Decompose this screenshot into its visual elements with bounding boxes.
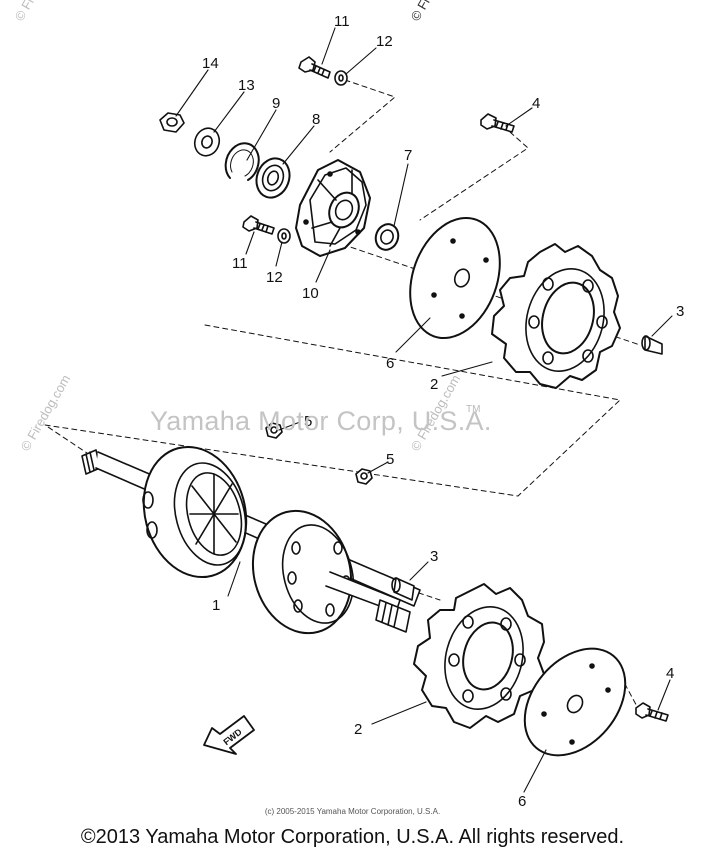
callout-12-upper: 12 [376, 33, 393, 50]
lock-washer-12-lower [277, 228, 291, 244]
bolt-11-upper [298, 56, 331, 79]
bolt-11-lower [242, 215, 275, 235]
snap-ring-9 [224, 142, 260, 181]
side-plate-6-lower [523, 647, 627, 757]
drive-sprocket-2-upper [491, 243, 621, 389]
callout-numbers: 1 2 2 3 3 4 4 5 5 6 6 7 8 9 10 11 11 12 … [202, 13, 684, 810]
callout-3-lower: 3 [430, 548, 438, 565]
callout-10: 10 [302, 285, 319, 302]
firedog-watermark-top-left: © Fi [12, 0, 37, 24]
bearing-housing-10 [295, 159, 371, 257]
side-plate-6-upper [409, 216, 501, 340]
callout-2-lower: 2 [354, 721, 362, 738]
callout-5-lower: 5 [386, 451, 394, 468]
callout-7: 7 [404, 147, 412, 164]
nut-14 [159, 112, 185, 133]
callout-6-upper: 6 [386, 355, 394, 372]
callout-11-upper: 11 [334, 13, 350, 30]
seal-7 [374, 223, 400, 251]
callout-6-lower: 6 [518, 793, 526, 810]
callout-11-lower: 11 [232, 255, 248, 272]
bearing-8 [255, 157, 291, 199]
bolt-4-upper [480, 113, 515, 133]
bolt-4-lower [635, 702, 669, 722]
callout-5-upper: 5 [304, 413, 312, 430]
drive-sprocket-2-lower [413, 583, 545, 729]
callout-3-upper: 3 [676, 303, 684, 320]
leader-lines [175, 27, 673, 793]
callout-4-upper: 4 [532, 95, 540, 112]
nut-5-lower [355, 468, 373, 485]
washer-13 [193, 127, 221, 157]
nut-5-upper [265, 422, 283, 439]
callout-2-upper: 2 [430, 376, 438, 393]
callout-4-lower: 4 [666, 665, 674, 682]
callout-8: 8 [312, 111, 320, 128]
footer-copyright: ©2013 Yamaha Motor Corporation, U.S.A. A… [80, 826, 625, 848]
firedog-watermark-left: © Firedog.com [18, 372, 74, 454]
firedog-watermark-top: © Fi [408, 0, 433, 24]
yamaha-watermark: Yamaha Motor Corp, U.S.A. [150, 406, 492, 436]
fwd-arrow-icon: FWD [203, 715, 255, 755]
small-copyright: (c) 2005-2015 Yamaha Motor Corporation, … [264, 807, 441, 816]
lock-washer-12-upper [334, 70, 348, 86]
trademark-mark: TM [466, 404, 481, 415]
callout-1: 1 [212, 597, 220, 614]
spacer-3-lower [391, 577, 415, 601]
callout-13: 13 [238, 77, 255, 94]
spacer-3-upper [641, 335, 663, 355]
callout-9: 9 [272, 95, 280, 112]
callout-12-lower: 12 [266, 269, 283, 286]
callout-14: 14 [202, 55, 219, 72]
drive-shaft-1 [81, 445, 421, 635]
